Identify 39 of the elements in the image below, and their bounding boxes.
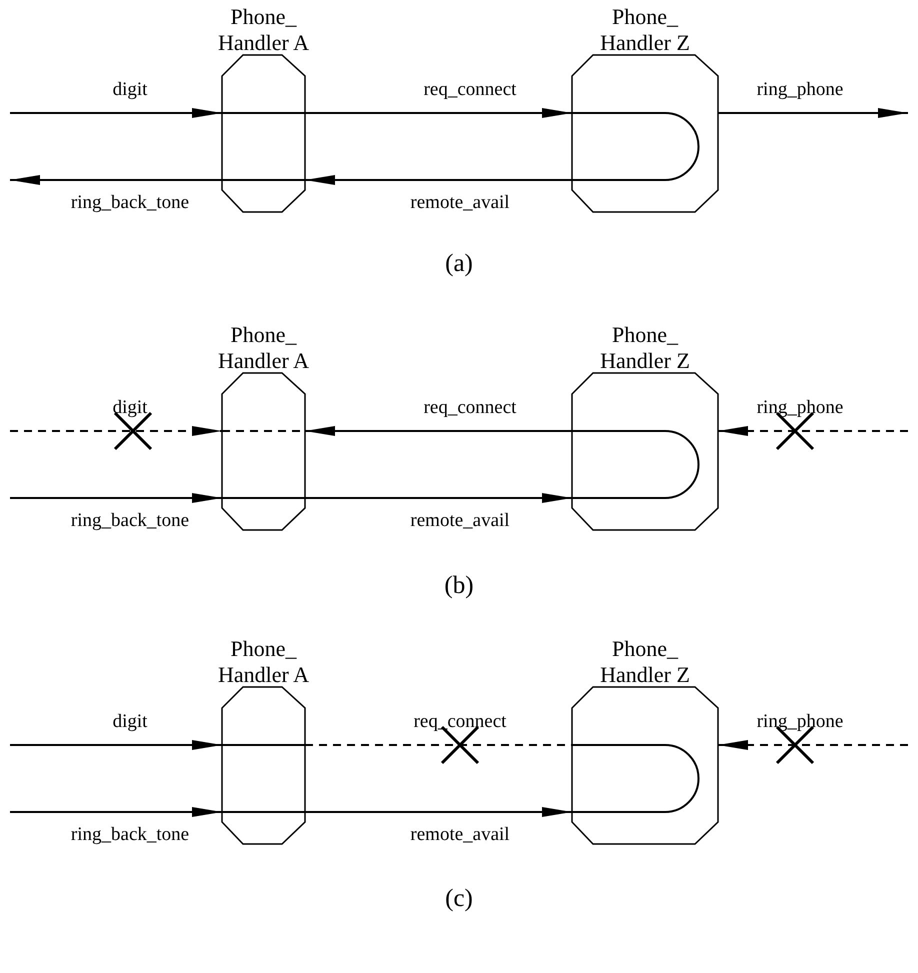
edge-label: remote_avail bbox=[410, 824, 510, 846]
edge-label: ring_back_tone bbox=[70, 824, 190, 846]
node-title: Phone_ Handler Z bbox=[599, 322, 691, 374]
arrow bbox=[305, 175, 572, 185]
arrow bbox=[10, 493, 222, 503]
edge-label: ring_phone bbox=[756, 397, 844, 419]
panel-label: (c) bbox=[445, 885, 473, 913]
node-title: Phone_ Handler Z bbox=[599, 636, 691, 688]
panel-label: (a) bbox=[445, 250, 473, 278]
edge-label: remote_avail bbox=[410, 192, 510, 214]
edge-label: req_connect bbox=[424, 397, 516, 419]
edge-label: req_connect bbox=[424, 79, 516, 101]
arrow bbox=[305, 493, 572, 503]
edge-label: ring_phone bbox=[756, 79, 844, 101]
arrow bbox=[305, 426, 572, 436]
node-title: Phone_ Handler A bbox=[216, 4, 310, 56]
signal-line bbox=[305, 744, 572, 746]
arrow bbox=[10, 108, 222, 118]
arrow bbox=[305, 108, 572, 118]
node-title: Phone_ Handler A bbox=[216, 636, 310, 688]
edge-label: digit bbox=[112, 397, 148, 419]
edge-label: remote_avail bbox=[410, 510, 510, 532]
arrow bbox=[305, 807, 572, 817]
edge-label: digit bbox=[112, 79, 148, 101]
edge-label: ring_back_tone bbox=[70, 510, 190, 532]
arrow bbox=[718, 740, 908, 750]
arrow bbox=[718, 108, 908, 118]
arrow bbox=[10, 175, 222, 185]
edge-label: req_connect bbox=[414, 711, 506, 733]
edge-label: ring_phone bbox=[756, 711, 844, 733]
node-title: Phone_ Handler A bbox=[216, 322, 310, 374]
arrow bbox=[10, 740, 222, 750]
arrow bbox=[718, 426, 908, 436]
node-title: Phone_ Handler Z bbox=[599, 4, 691, 56]
edge-label: ring_back_tone bbox=[70, 192, 190, 214]
edge-label: digit bbox=[112, 711, 148, 733]
arrow bbox=[10, 807, 222, 817]
arrow bbox=[10, 426, 222, 436]
panel-label: (b) bbox=[444, 572, 474, 600]
